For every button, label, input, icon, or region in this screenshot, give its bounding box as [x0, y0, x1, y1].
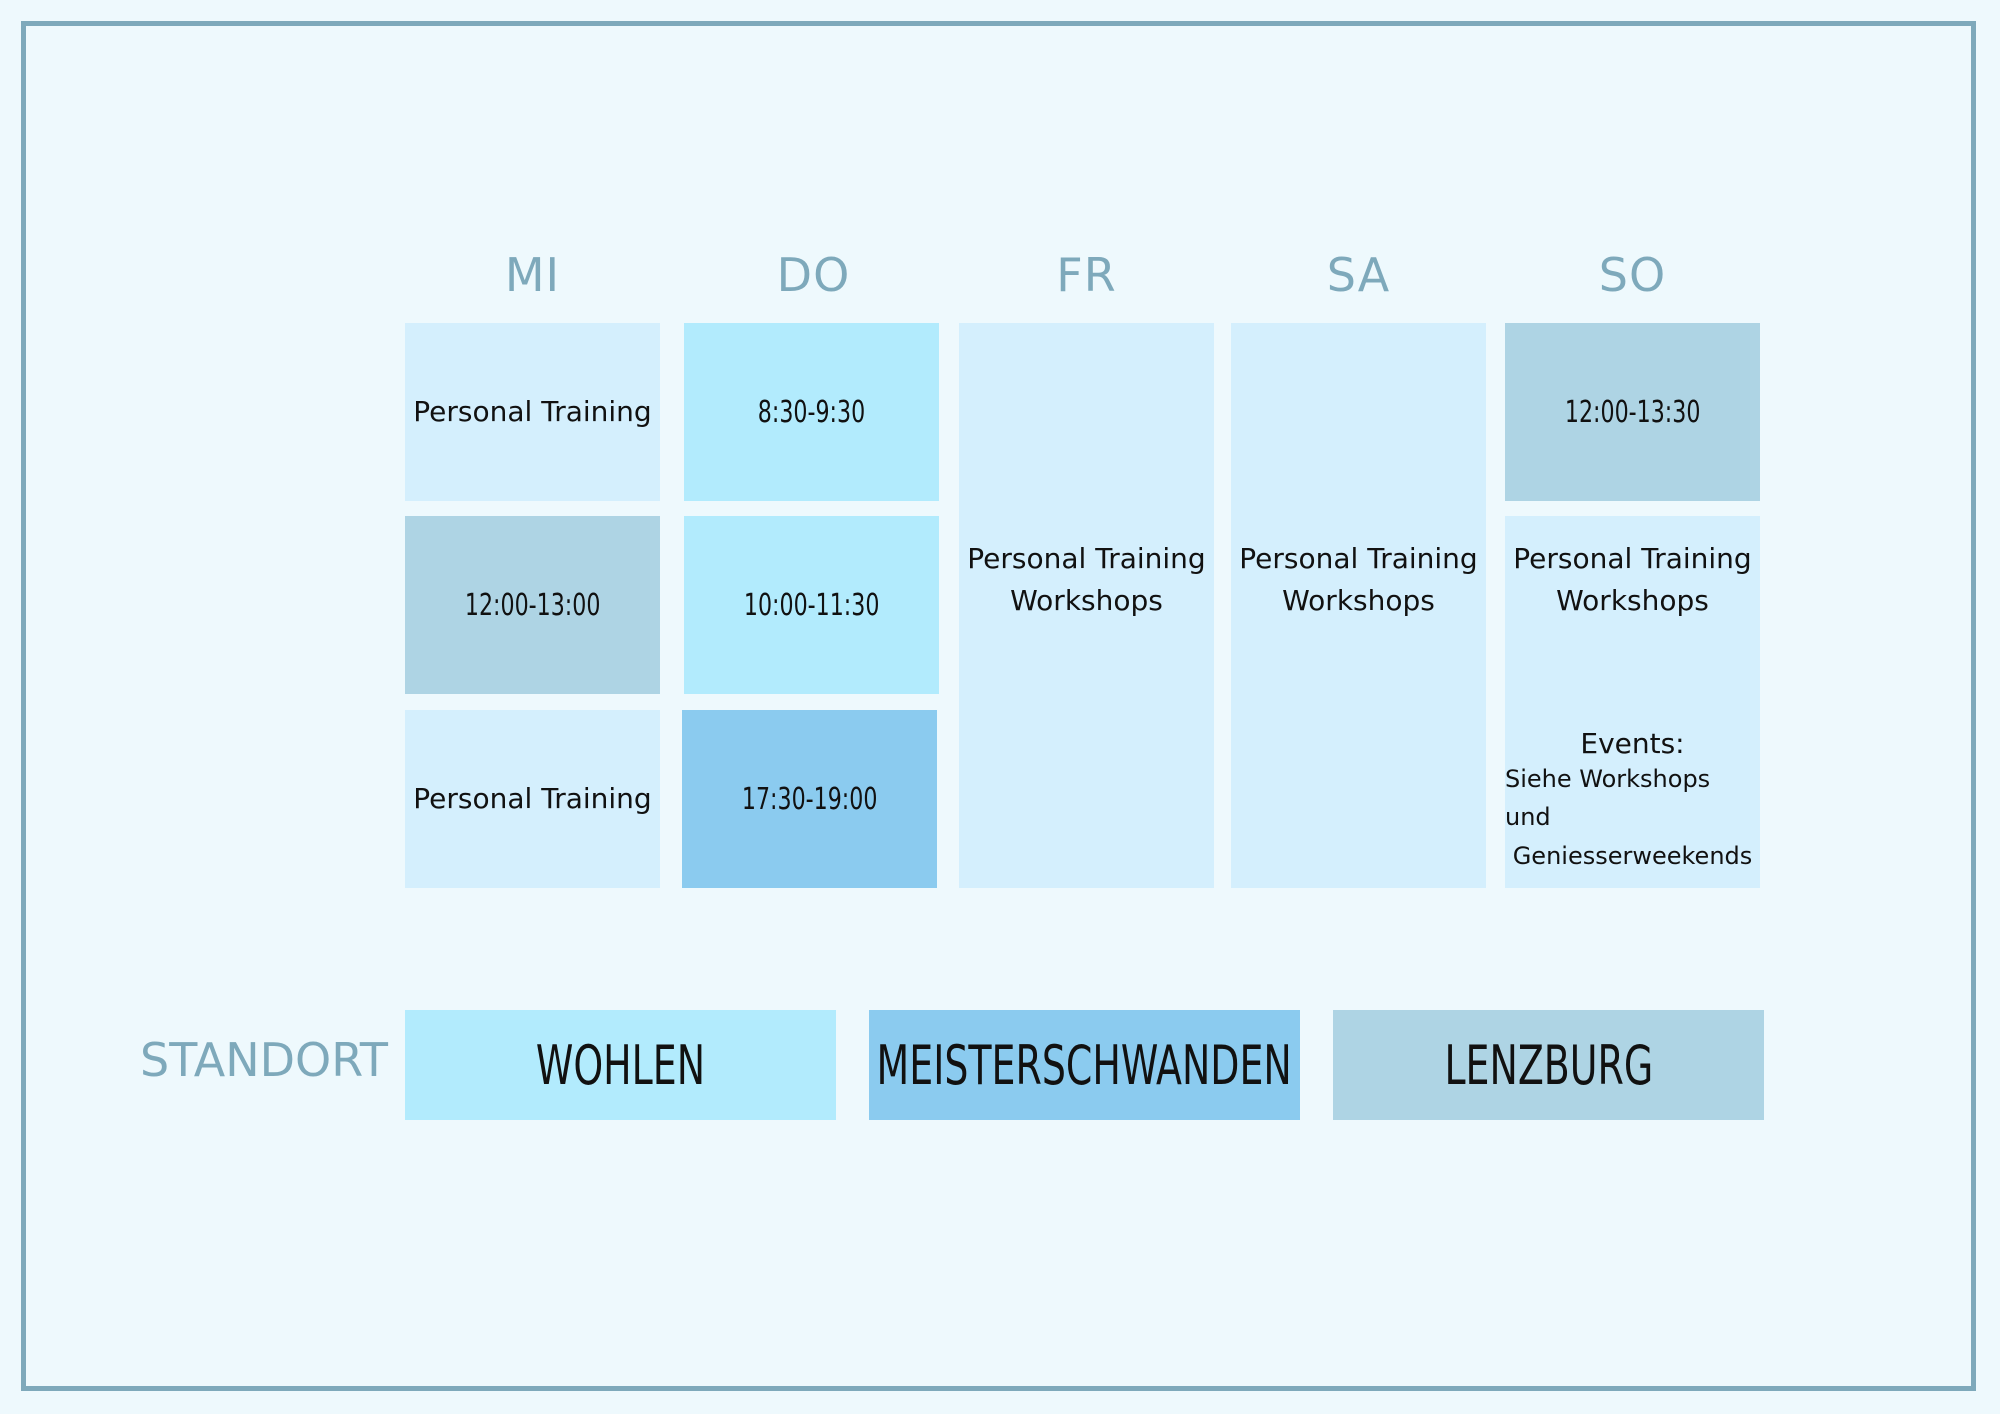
location-label: MEISTERSCHWANDEN: [876, 1033, 1293, 1097]
day-header-fr: FR: [1056, 248, 1117, 302]
location-lenzburg: LENZBURG: [1333, 1010, 1764, 1120]
schedule-cell-do-1: 8:30-9:30: [684, 323, 939, 501]
cell-time: 10:00-11:30: [743, 587, 880, 623]
schedule-cell-sa: Personal Training Workshops: [1231, 323, 1486, 888]
cell-label: Personal Training: [1239, 542, 1478, 575]
cell-time: 12:00-13:30: [1564, 394, 1701, 430]
cell-label: Personal Training: [967, 542, 1206, 575]
schedule-cell-fr: Personal Training Workshops: [959, 323, 1214, 888]
cell-time: 17:30-19:00: [741, 781, 878, 817]
cell-label: Personal Training: [413, 782, 652, 815]
day-header-do: DO: [776, 248, 851, 302]
cell-label: Workshops: [1556, 584, 1709, 617]
location-label: LENZBURG: [1444, 1033, 1653, 1097]
schedule-cell-mi-3: Personal Training: [405, 710, 660, 888]
cell-time: 12:00-13:00: [464, 587, 601, 623]
location-label: WOHLEN: [535, 1033, 706, 1097]
location-wohlen: WOHLEN: [405, 1010, 836, 1120]
day-header-so: SO: [1598, 248, 1667, 302]
cell-time: 8:30-9:30: [757, 394, 866, 430]
events-line: Geniesserweekends: [1512, 841, 1753, 870]
standort-label: STANDORT: [140, 1033, 388, 1087]
events-title: Events:: [1580, 727, 1685, 760]
schedule-cell-mi-2: 12:00-13:00: [405, 516, 660, 694]
schedule-cell-so-2: Personal Training Workshops Events: Sieh…: [1505, 516, 1760, 888]
schedule-cell-do-2: 10:00-11:30: [684, 516, 939, 694]
schedule-cell-mi-1: Personal Training: [405, 323, 660, 501]
page-frame: [21, 21, 1976, 1391]
day-header-sa: SA: [1326, 248, 1391, 302]
events-line: Siehe Workshops und: [1505, 765, 1711, 832]
schedule-cell-so-1: 12:00-13:30: [1505, 323, 1760, 501]
schedule-cell-do-3: 17:30-19:00: [682, 710, 937, 888]
cell-label: Workshops: [1282, 584, 1435, 617]
location-meisterschwanden: MEISTERSCHWANDEN: [869, 1010, 1300, 1120]
cell-label: Personal Training: [1513, 542, 1752, 575]
cell-label: Workshops: [1010, 584, 1163, 617]
cell-label: Personal Training: [413, 395, 652, 428]
day-header-mi: MI: [504, 248, 561, 302]
